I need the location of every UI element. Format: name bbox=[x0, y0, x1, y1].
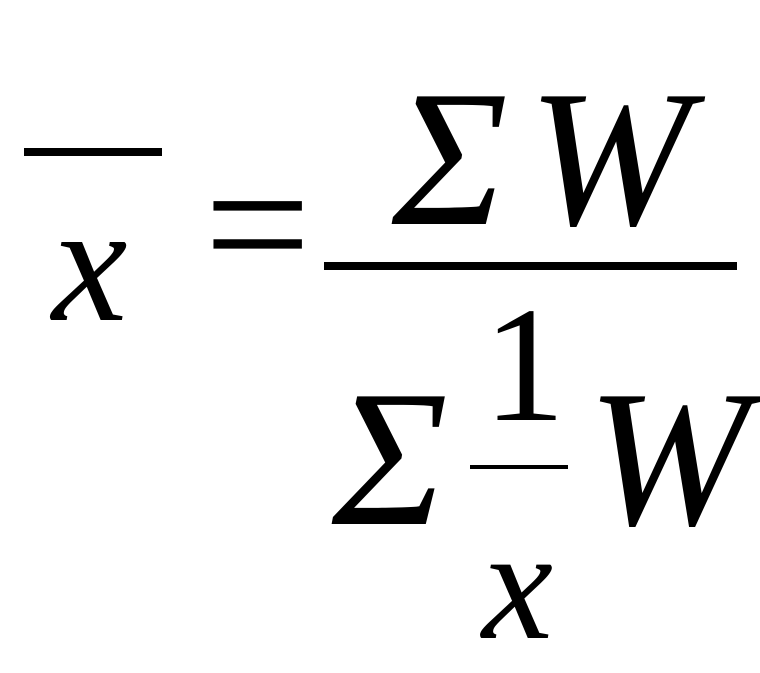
equals-sign: = bbox=[204, 120, 312, 330]
denominator-sum-symbol: Σ bbox=[332, 351, 448, 567]
inner-fraction-denominator: x bbox=[482, 495, 554, 673]
overline-bar bbox=[24, 148, 162, 156]
inner-fraction-numerator: 1 bbox=[483, 273, 566, 456]
numerator-variable-w: W bbox=[528, 51, 691, 267]
numerator-sum-symbol: Σ bbox=[392, 51, 508, 267]
inner-fraction-bar bbox=[470, 465, 568, 469]
denominator-variable-w: W bbox=[587, 351, 750, 567]
main-fraction-bar bbox=[324, 262, 737, 270]
lhs-variable-x: x bbox=[52, 169, 128, 357]
